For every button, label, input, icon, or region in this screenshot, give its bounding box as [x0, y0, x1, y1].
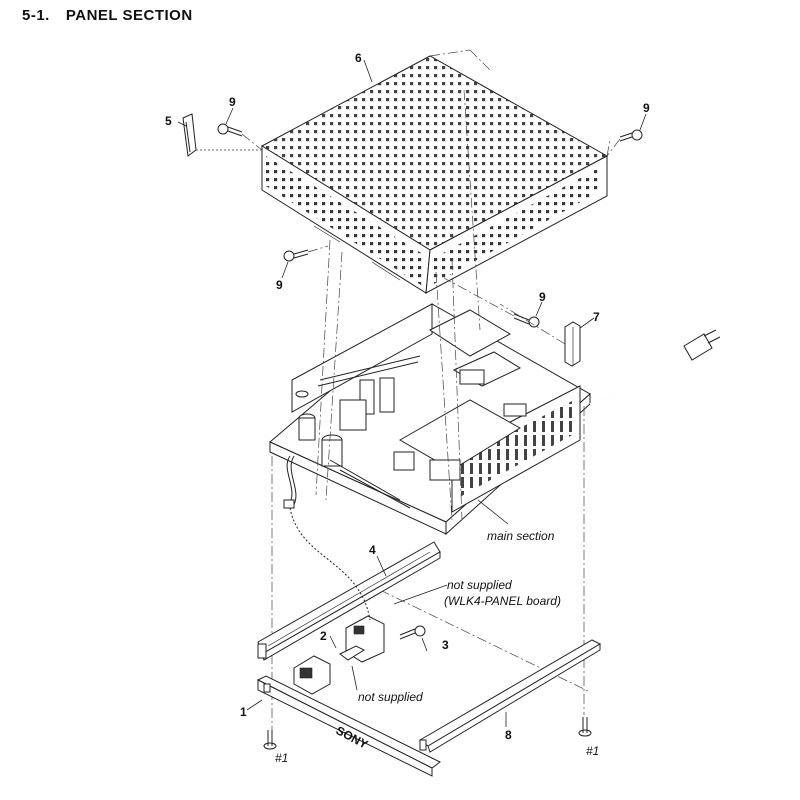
ref-screw-left: #1 — [275, 751, 288, 765]
screw-9c — [283, 249, 309, 262]
screw-9a — [217, 123, 243, 137]
leader-lines — [177, 59, 647, 727]
screw-ref1-right — [578, 717, 592, 737]
callout-9c: 9 — [276, 278, 283, 292]
side-bracket — [182, 113, 262, 157]
page-title: 5-1. PANEL SECTION — [22, 7, 193, 24]
main-chassis — [269, 303, 721, 536]
callout-3: 3 — [442, 638, 449, 652]
panel-board-assembly — [289, 507, 426, 695]
callout-9b: 9 — [643, 101, 650, 115]
front-panel: SONY — [256, 675, 441, 777]
callout-9d: 9 — [539, 290, 546, 304]
screw-9b — [619, 129, 643, 142]
side-rail — [419, 639, 602, 753]
callout-6: 6 — [355, 51, 362, 65]
screw-ref1-left — [263, 730, 277, 750]
note-not-supplied: not supplied — [358, 690, 423, 704]
spacer-post — [564, 321, 581, 367]
callout-4: 4 — [369, 543, 376, 557]
note-wlk4-panel-board: (WLK4-PANEL board) — [444, 594, 561, 608]
callout-2: 2 — [320, 629, 327, 643]
front-rail — [257, 541, 441, 661]
section-number: 5-1. — [22, 7, 50, 24]
note-main-section: main section — [487, 529, 555, 543]
callout-5: 5 — [165, 114, 172, 128]
callout-7: 7 — [593, 310, 600, 324]
note-not-supplied-board: not supplied — [447, 578, 512, 592]
top-cover — [260, 55, 609, 294]
callout-8: 8 — [505, 728, 512, 742]
ref-screw-right: #1 — [586, 744, 599, 758]
callout-1: 1 — [240, 705, 247, 719]
callout-9a: 9 — [229, 95, 236, 109]
section-title: PANEL SECTION — [65, 7, 193, 24]
assembly-guide-lines — [241, 49, 621, 730]
